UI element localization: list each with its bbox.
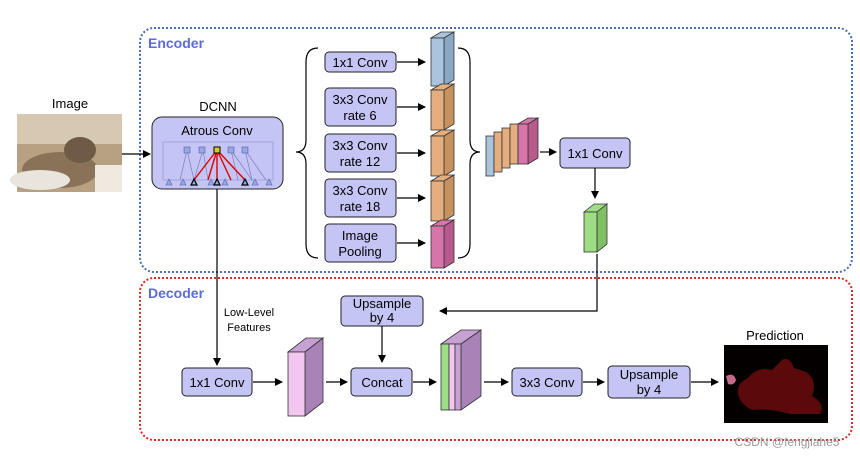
decoder-frame: [139, 277, 853, 441]
decoder-upsample-top-line2: by 4: [370, 310, 395, 325]
aspp-open-brace: [295, 47, 319, 259]
prediction-label: Prediction: [746, 328, 804, 343]
aspp-3-line2: rate 12: [340, 154, 380, 169]
aspp-2-line1: 3x3 Conv: [333, 92, 388, 107]
decoder-1x1-conv: [181, 367, 253, 397]
aspp-feature-1: [429, 31, 456, 87]
aspp-1-line1: 1x1 Conv: [333, 55, 388, 70]
input-image: [10, 114, 122, 192]
aspp-branch-5: Image Pooling: [324, 223, 426, 263]
decoder-low-level-feature: [286, 337, 325, 417]
decoder-upsample-top-line1: Upsample: [353, 296, 412, 311]
aspp-4-line1: 3x3 Conv: [333, 183, 388, 198]
prediction-image: [724, 345, 828, 423]
aspp-branch-2: 3x3 Conv rate 6: [324, 87, 426, 127]
decoder-3x3-conv: [511, 367, 583, 397]
decoder-concat-label: Concat: [361, 375, 403, 390]
input-image-label: Image: [52, 96, 88, 111]
aspp-2-line2: rate 6: [343, 108, 376, 123]
atrous-conv-label: Atrous Conv: [181, 123, 253, 138]
decoder-upsample-out: [607, 365, 691, 399]
aspp-close-brace: [457, 47, 481, 259]
aspp-feature-3: [429, 129, 456, 177]
encoder-title: Encoder: [148, 35, 205, 51]
decoder-3x3-conv-label: 3x3 Conv: [520, 375, 575, 390]
aspp-5-line2: Pooling: [338, 244, 381, 259]
dcnn-label: DCNN: [199, 99, 237, 114]
decoder-title: Decoder: [148, 285, 205, 301]
low-level-line2: Features: [227, 322, 271, 334]
decoder-1x1-conv-label: 1x1 Conv: [190, 375, 245, 390]
watermark: CSDN @fengjiahe5: [735, 435, 840, 449]
aspp-4-line2: rate 18: [340, 199, 380, 214]
decoder-concat: [350, 367, 413, 397]
atrous-conv-icon: [162, 141, 274, 186]
decoder-concat-feature: [439, 329, 483, 411]
decoder-upsample-out-line1: Upsample: [620, 367, 679, 382]
decoder-upsample-out-line2: by 4: [637, 382, 662, 397]
aspp-5-line1: Image: [342, 228, 378, 243]
encoder-1x1-conv-label: 1x1 Conv: [568, 146, 623, 161]
aspp-branch-4: 3x3 Conv rate 18: [324, 178, 426, 218]
aspp-feature-2: [429, 83, 456, 131]
encoder-output-feature: [582, 203, 609, 253]
encoder-concat-stack: [485, 117, 540, 177]
aspp-feature-5: [429, 219, 456, 269]
encoder-frame: [139, 27, 853, 273]
aspp-branch-3: 3x3 Conv rate 12: [324, 133, 426, 173]
aspp-branch-1: 1x1 Conv: [324, 51, 426, 73]
low-level-line1: Low-Level: [224, 307, 274, 319]
aspp-3-line1: 3x3 Conv: [333, 138, 388, 153]
aspp-feature-4: [429, 174, 456, 222]
